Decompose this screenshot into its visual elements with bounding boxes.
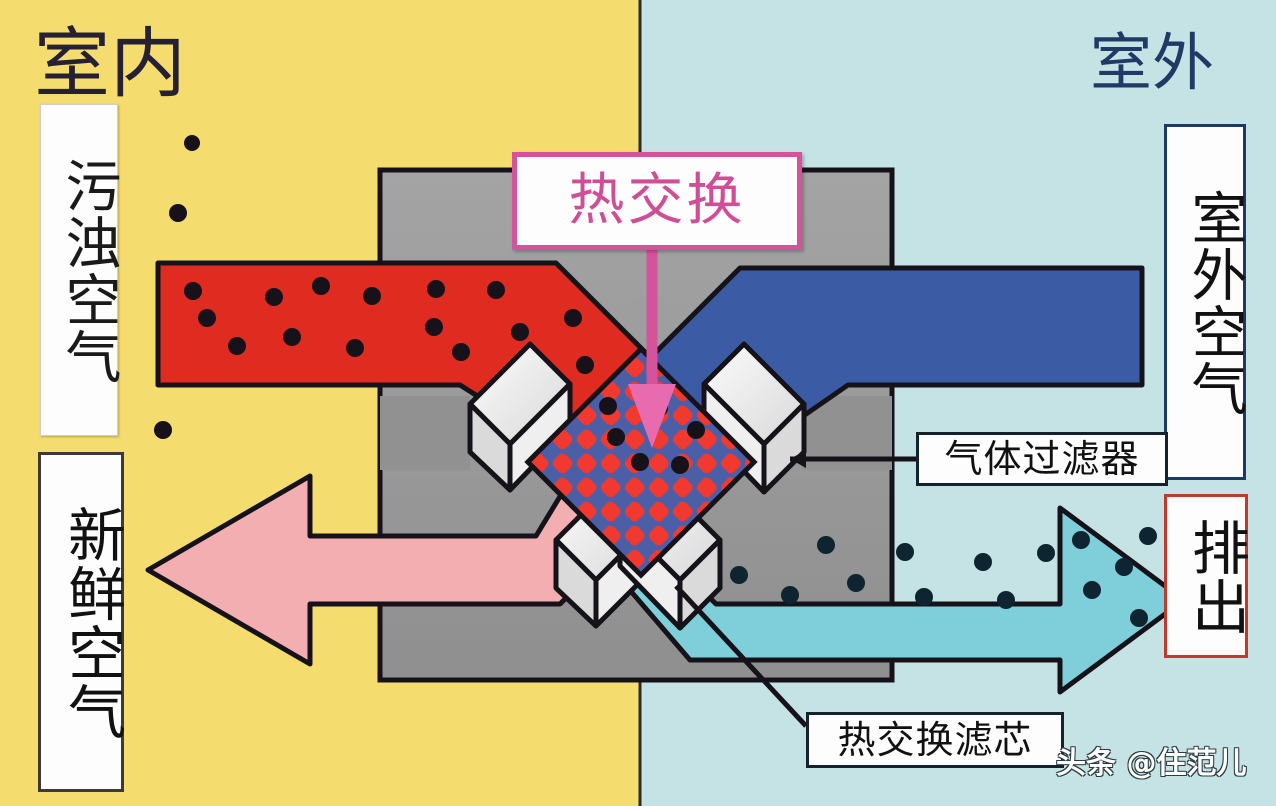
label-heat-exchange-core: 热交换滤芯 (806, 712, 1064, 768)
label-gas-filter: 气体过滤器 (916, 432, 1168, 486)
label-exhaust: 排出 (1164, 494, 1250, 658)
label-heat-exchange: 热交换 (512, 152, 802, 250)
filter-block-top-left (467, 341, 573, 493)
leader-arrow-heat-exchange (628, 250, 676, 448)
indoor-heading: 室内 (34, 19, 186, 108)
watermark: 头条 @住范儿 (1056, 746, 1247, 781)
label-stale-air: 污浊空气 (40, 104, 121, 436)
label-outdoor-air: 室外空气 (1164, 124, 1247, 480)
label-fresh-air: 新鲜空气 (38, 452, 126, 792)
leader-line-gas-filter (790, 450, 916, 468)
particles-exhaust-air (730, 527, 1157, 627)
outdoor-heading: 室外 (1090, 26, 1215, 99)
particles-indoor-air (154, 135, 705, 474)
leader-line-hx-core (674, 584, 808, 728)
